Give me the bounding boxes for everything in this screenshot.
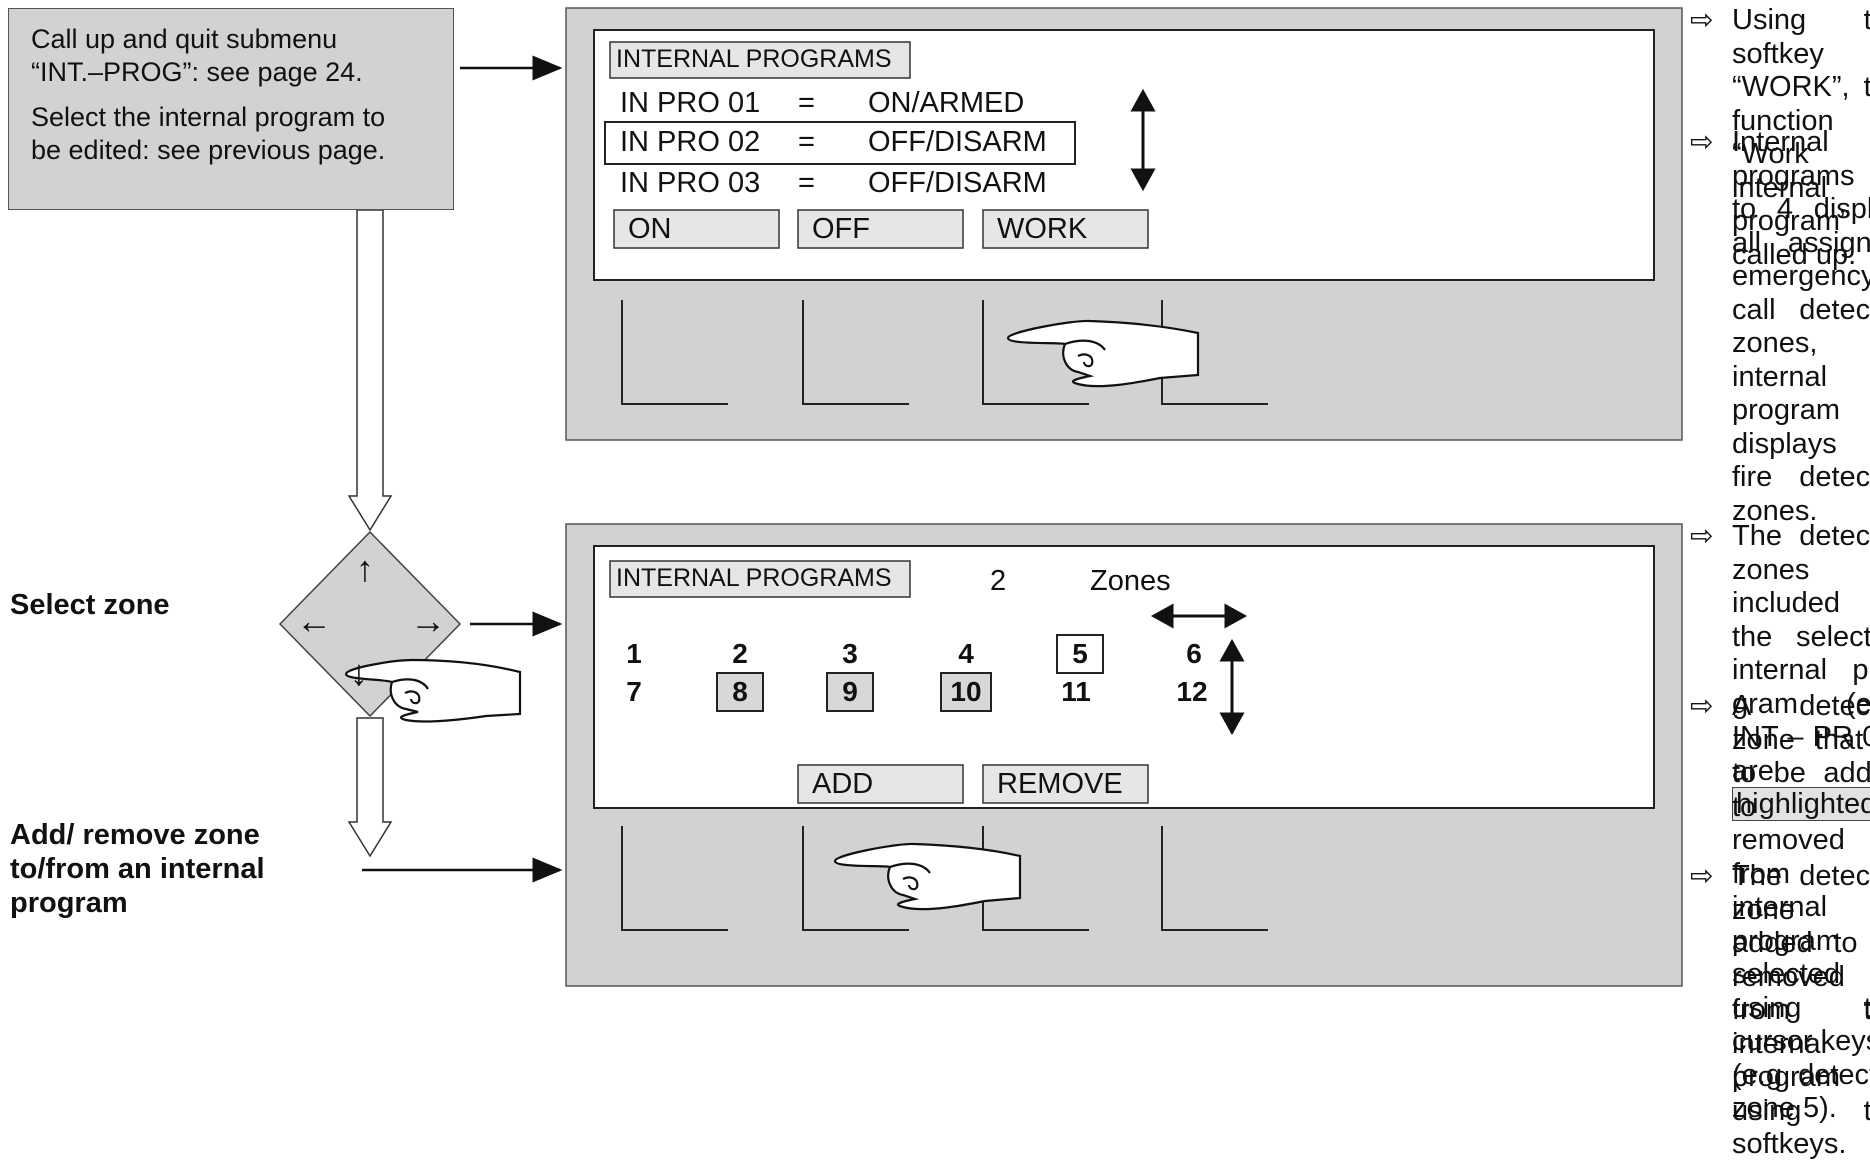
zone-10-highlighted[interactable]: 10 — [940, 672, 992, 712]
horizontal-scroll-arrow — [1150, 603, 1248, 629]
softkey-off[interactable]: OFF — [812, 213, 870, 245]
top-title-frame — [609, 41, 911, 79]
label-line: to/from an internal — [10, 853, 265, 885]
instruction-box: Call up and quit submenu “INT.–PROG”: se… — [8, 8, 454, 210]
softkey-work[interactable]: WORK — [997, 213, 1088, 245]
zone-9-highlighted[interactable]: 9 — [826, 672, 874, 712]
up-key-icon[interactable]: ↑ — [356, 548, 374, 589]
zone-8-highlighted[interactable]: 8 — [716, 672, 764, 712]
note-item: ⇨ Using the softkey “WORK”, the function… — [1690, 4, 1870, 272]
down-key-icon[interactable]: ↓ — [350, 652, 368, 693]
note-arrow-icon: ⇨ — [1690, 690, 1714, 721]
hollow-down-arrow — [347, 209, 393, 532]
program-row: IN PRO 01 = ON/ARMED — [620, 86, 1024, 120]
pointing-hand-icon — [833, 842, 1022, 911]
zone-5-cursor[interactable]: 5 — [1056, 634, 1104, 674]
equals-sign: = — [798, 87, 815, 119]
label-line: program — [10, 887, 128, 919]
zone-1[interactable]: 1 — [626, 638, 642, 669]
zone-3[interactable]: 3 — [842, 638, 858, 669]
softkey-on[interactable]: ON — [628, 213, 672, 245]
left-key-icon[interactable]: ← — [296, 600, 332, 641]
note-arrow-icon: ⇨ — [1690, 4, 1714, 35]
softkey-remove[interactable]: REMOVE — [997, 768, 1123, 800]
instruction-line: “INT.–PROG”: see page 24. — [31, 57, 363, 87]
pointing-hand-icon — [1006, 319, 1200, 388]
note-text: Internal programs 1 to 4 dis­play all as… — [1732, 126, 1870, 527]
equals-sign: = — [798, 167, 815, 199]
screen-title: INTERNAL PROGRAMS — [616, 564, 892, 592]
program-row-selected[interactable]: IN PRO 02 = OFF/DISARM — [620, 125, 1047, 159]
note-arrow-icon: ⇨ — [1690, 860, 1714, 891]
note-arrow-icon: ⇨ — [1690, 520, 1714, 551]
equals-sign: = — [798, 126, 815, 158]
zones-label: Zones — [1090, 565, 1171, 597]
program-state: ON/ARMED — [868, 87, 1025, 119]
instruction-line: be edited: see previous page. — [31, 135, 386, 165]
hollow-down-arrow — [347, 717, 393, 858]
zone-7[interactable]: 7 — [626, 676, 642, 707]
program-name: IN PRO 03 — [620, 167, 761, 199]
selected-row-frame — [604, 121, 1076, 165]
program-name: IN PRO 01 — [620, 87, 761, 119]
diagram-canvas — [278, 7, 1683, 987]
zone-6[interactable]: 6 — [1186, 638, 1202, 669]
instruction-line: Call up and quit submenu — [31, 24, 338, 54]
program-row: IN PRO 03 = OFF/DISARM — [620, 166, 1047, 200]
note-text: Using the softkey “WORK”, the function “… — [1732, 4, 1870, 271]
note-arrow-icon: ⇨ — [1690, 126, 1714, 157]
vertical-scroll-arrow — [1130, 88, 1156, 192]
program-state: OFF/DISARM — [868, 167, 1047, 199]
softkey-frame-work — [982, 209, 1149, 249]
softkey-frame-on — [613, 209, 780, 249]
note-item: ⇨ Internal programs 1 to 4 dis­play all … — [1690, 126, 1870, 528]
highlighted-word: highlighted. — [1732, 787, 1870, 821]
add-remove-label: Add/ remove zone to/from an internal pro… — [10, 818, 265, 920]
zone-2[interactable]: 2 — [732, 638, 748, 669]
note-item: ⇨ The detector zone is added to or remov… — [1690, 860, 1870, 1162]
softkey-add[interactable]: ADD — [812, 768, 874, 800]
zone-12[interactable]: 12 — [1176, 676, 1208, 707]
screen-title: INTERNAL PROGRAMS — [616, 45, 892, 73]
note-item: ⇨ The detector zones included in the sel… — [1690, 520, 1870, 822]
zone-vertical-arrow — [1219, 638, 1245, 736]
zone-4[interactable]: 4 — [958, 638, 974, 669]
select-zone-label: Select zone — [10, 589, 170, 621]
softkey-frame-remove — [982, 764, 1149, 804]
label-line: Add/ remove zone — [10, 819, 260, 851]
program-state: OFF/DISARM — [868, 126, 1047, 158]
pointing-hand-icon — [344, 658, 522, 723]
bottom-title-frame — [609, 560, 911, 598]
program-number: 2 — [990, 565, 1007, 597]
instruction-line: Select the internal program to — [31, 102, 386, 132]
softkey-frame-off — [797, 209, 964, 249]
right-key-icon[interactable]: → — [410, 600, 446, 641]
softkey-frame-add — [797, 764, 964, 804]
note-text: The detector zone is added to or removed… — [1732, 860, 1870, 1160]
note-text: The detector zones included in the selec… — [1732, 520, 1870, 787]
program-name: IN PRO 02 — [620, 126, 761, 158]
zone-11[interactable]: 11 — [1061, 676, 1091, 707]
